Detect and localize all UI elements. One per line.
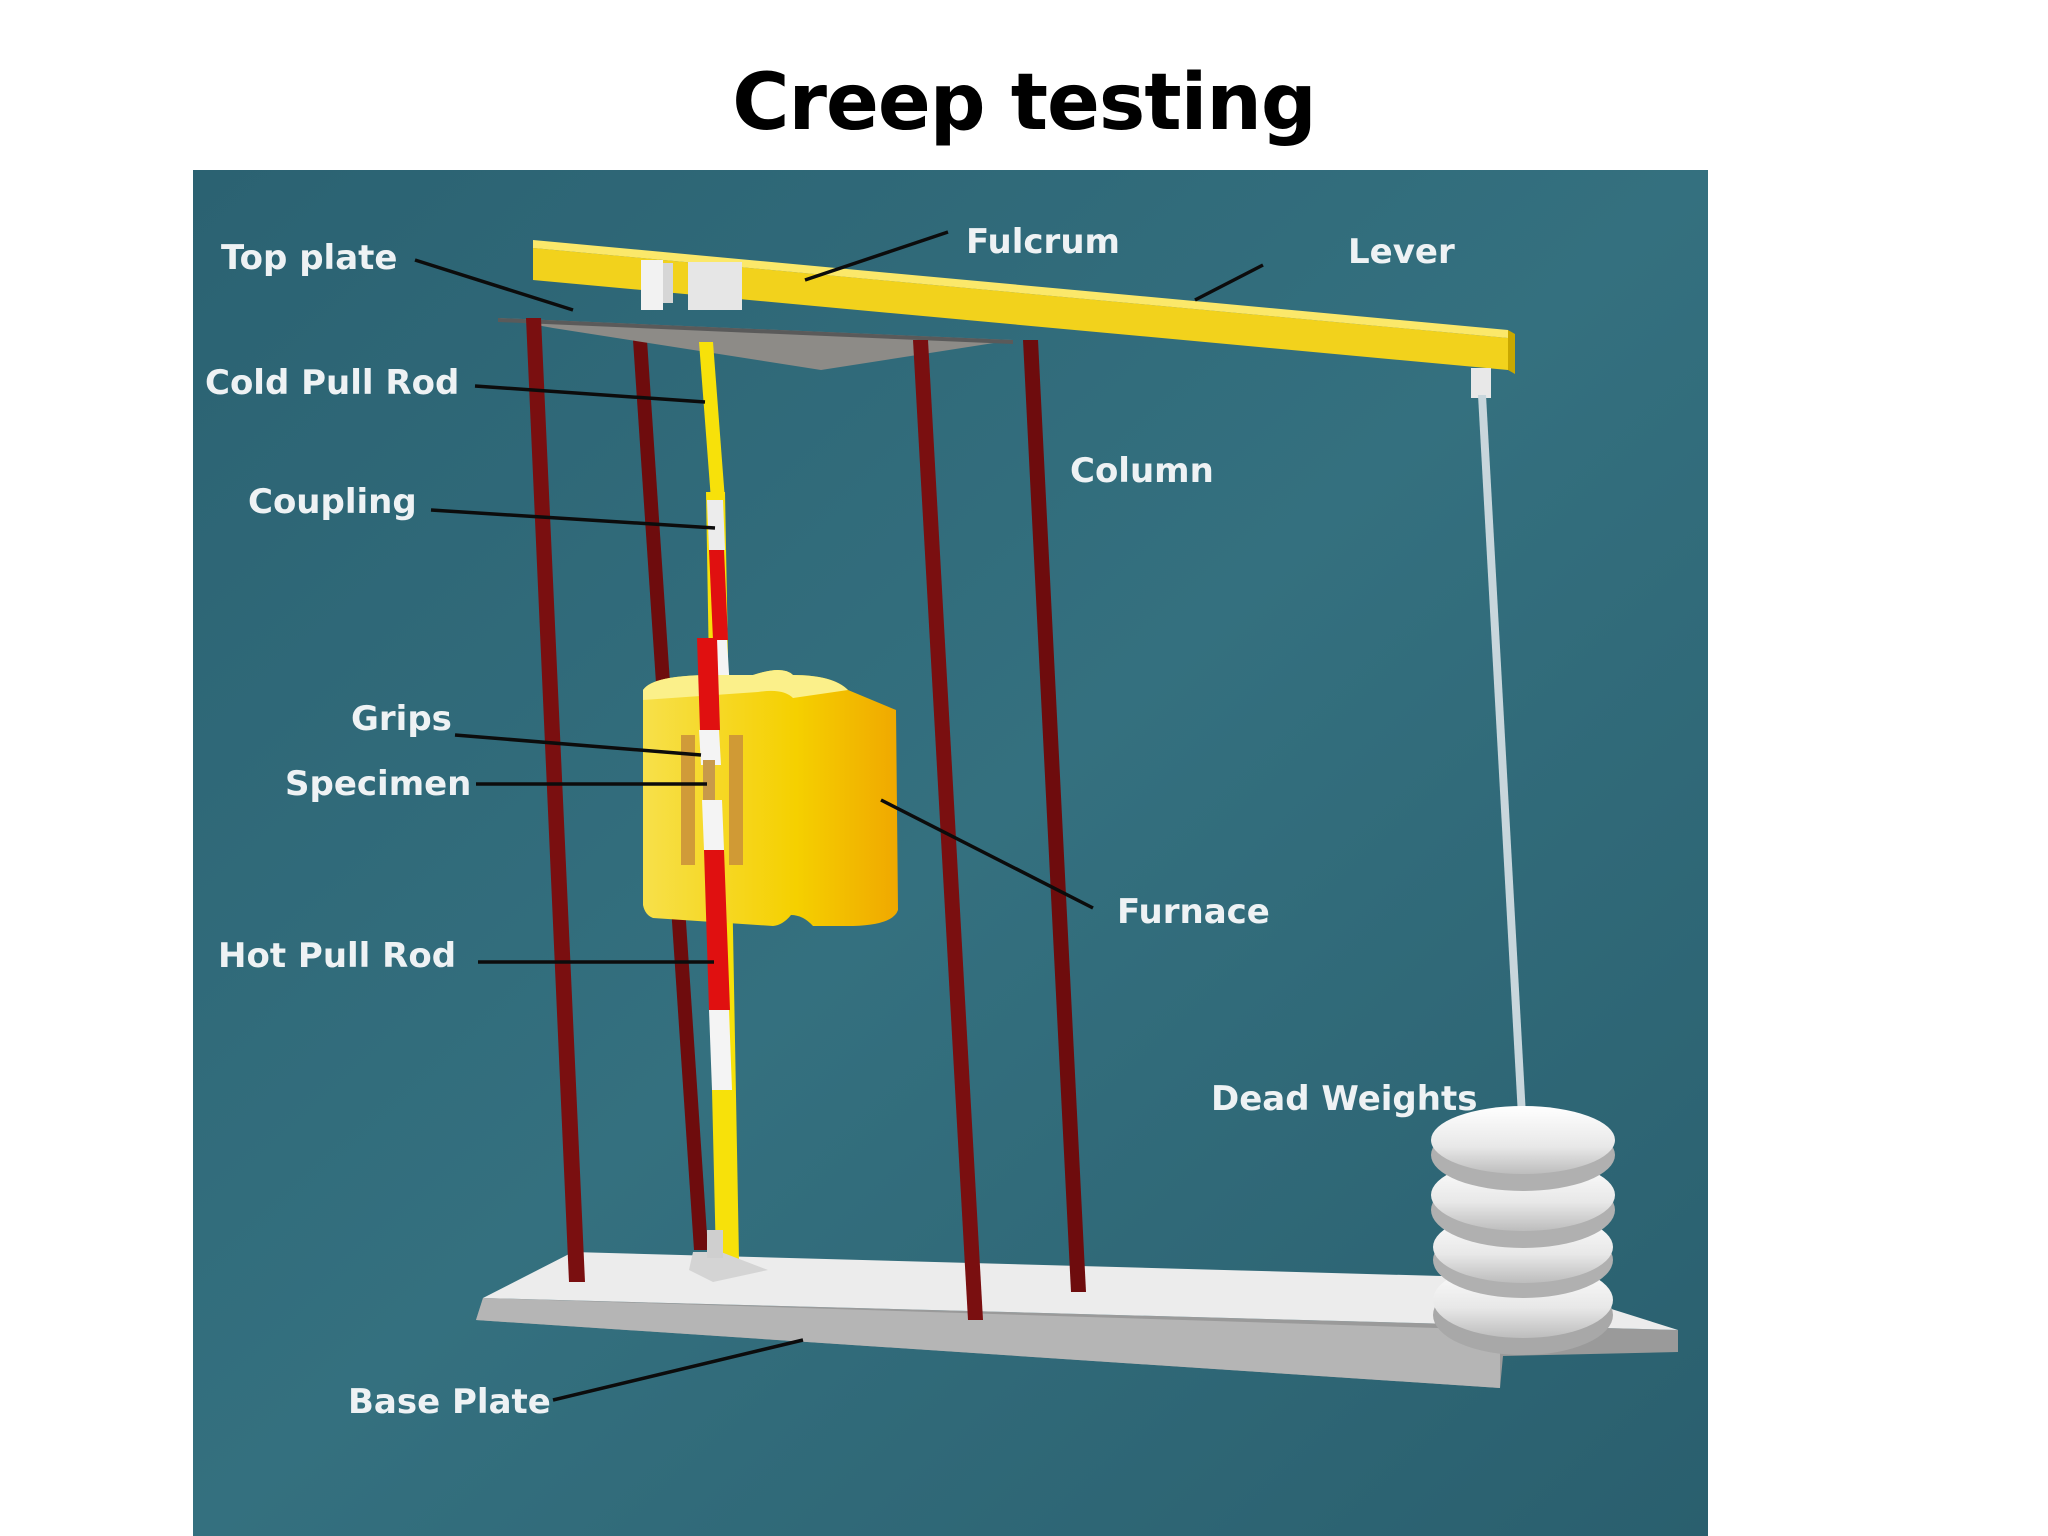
label-furnace: Furnace: [1117, 892, 1270, 932]
hot-pull-rod: [681, 638, 743, 1260]
leader-grips: [454, 733, 702, 757]
page-title: Creep testing: [732, 58, 1317, 148]
fulcrum: [641, 260, 742, 310]
top-plate: [498, 318, 1013, 370]
leader-coupling: [430, 508, 716, 530]
label-top-plate: Top plate: [221, 238, 397, 278]
leader-cold-pull-rod: [474, 384, 706, 404]
label-base-plate: Base Plate: [348, 1382, 551, 1422]
label-specimen: Specimen: [285, 764, 471, 804]
label-grips: Grips: [351, 699, 452, 739]
weight-hanger-rod: [1478, 395, 1529, 1170]
label-lever: Lever: [1348, 232, 1455, 272]
base-clamp: [689, 1230, 768, 1282]
creep-testing-diagram: Top plate Fulcrum Lever Cold Pull Rod Co…: [193, 170, 1708, 1536]
label-coupling: Coupling: [248, 482, 417, 522]
leader-top-plate: [414, 258, 574, 312]
column-front-left: [526, 318, 585, 1282]
cold-pull-rod: [699, 342, 725, 500]
label-hot-pull-rod: Hot Pull Rod: [218, 936, 456, 976]
label-cold-pull-rod: Cold Pull Rod: [205, 363, 459, 403]
column-back-right: [1023, 340, 1086, 1292]
leader-fulcrum: [804, 230, 949, 282]
dead-weights: [1431, 1106, 1615, 1355]
lever: [533, 240, 1515, 374]
label-fulcrum: Fulcrum: [966, 222, 1120, 262]
leader-furnace: [880, 798, 1094, 910]
label-column: Column: [1070, 451, 1214, 491]
lever-hanger: [1471, 368, 1491, 398]
leader-lines: [414, 230, 1264, 1402]
label-dead-weights: Dead Weights: [1211, 1079, 1477, 1119]
leader-base-plate: [552, 1338, 804, 1402]
leader-lever: [1194, 263, 1264, 302]
column-front-right: [913, 340, 983, 1320]
